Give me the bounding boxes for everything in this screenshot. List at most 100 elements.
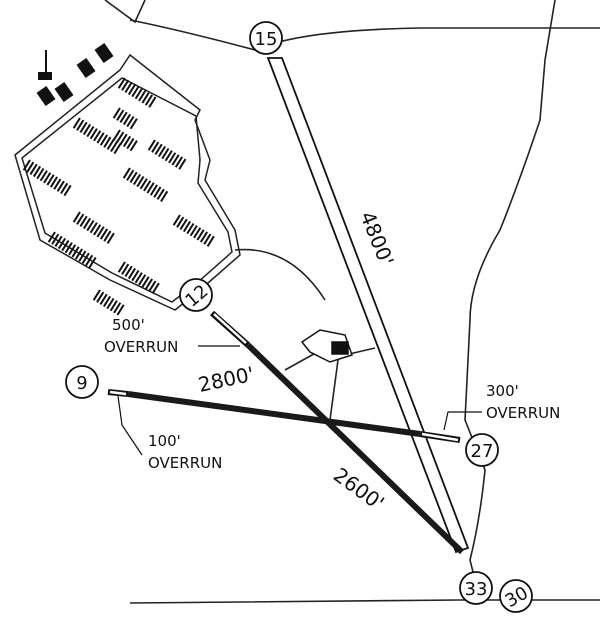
barracks-hatch	[174, 156, 183, 168]
barracks-hatch	[99, 228, 108, 240]
barracks-hatch	[206, 235, 215, 247]
barracks-block	[172, 214, 215, 247]
barracks-hatch	[164, 150, 173, 162]
barracks-hatch	[113, 142, 122, 155]
barracks-hatch	[171, 154, 180, 166]
barracks-hatch	[121, 263, 130, 275]
barracks-hatch	[127, 267, 137, 280]
barracks-hatch	[129, 118, 138, 130]
runway-end-33: 33	[459, 571, 493, 605]
barracks-hatch	[144, 278, 153, 290]
barracks-block	[22, 159, 72, 197]
barracks-hatch	[39, 170, 48, 182]
barracks-hatch	[82, 217, 92, 230]
barracks-block	[112, 107, 138, 130]
top-road	[129, 19, 600, 51]
barracks-hatch	[102, 295, 112, 308]
structure	[76, 58, 96, 78]
barracks-hatch	[119, 111, 128, 123]
barracks-block	[112, 129, 138, 152]
barracks-hatch	[178, 158, 187, 170]
runway-end-30: 30	[499, 579, 533, 613]
barracks-hatch	[156, 188, 165, 200]
barracks-hatch	[96, 291, 105, 303]
overrun-300-leader	[443, 411, 482, 431]
barracks-hatch	[76, 213, 85, 225]
barracks-block	[47, 231, 97, 269]
barracks-hatch	[148, 280, 157, 292]
barracks-hatch	[116, 131, 125, 143]
barracks-hatch	[78, 250, 87, 262]
barracks-hatch	[129, 171, 138, 183]
barracks-hatch	[46, 174, 55, 186]
barracks-hatch	[129, 140, 138, 152]
end-circle	[179, 278, 213, 312]
barracks-hatch	[126, 115, 135, 128]
runway-end-12: 12	[179, 278, 213, 312]
barracks-hatch	[81, 252, 90, 264]
barracks-hatch	[93, 130, 102, 142]
barracks-hatch	[139, 178, 148, 190]
barracks-hatch	[146, 182, 155, 194]
barracks-block	[122, 167, 169, 203]
barracks-hatch	[144, 94, 153, 106]
overrun-100-value: 100'	[148, 432, 181, 450]
length-label-9-27: 2800'	[196, 362, 256, 397]
barracks-hatch	[148, 96, 157, 108]
barracks-hatch	[86, 219, 95, 232]
runway-12-30-overrun-inner	[213, 313, 247, 344]
barracks-hatch	[116, 304, 125, 316]
barracks-hatch	[53, 178, 62, 190]
barracks-hatch	[99, 134, 108, 146]
runway-9-27	[107, 389, 461, 443]
barracks-hatch	[189, 225, 198, 237]
barracks-hatch	[96, 226, 105, 238]
structure	[54, 82, 74, 102]
barracks-hatch	[119, 133, 128, 145]
barracks-hatch	[61, 239, 70, 252]
barracks-hatch	[131, 269, 140, 282]
length-label-15-33: 4800'	[355, 208, 398, 269]
barracks-hatch	[172, 214, 181, 226]
barracks-hatch	[132, 173, 142, 186]
overrun-100-annotation: 100' OVERRUN	[117, 395, 222, 472]
barracks-hatch	[161, 147, 170, 160]
bottom-road	[129, 599, 600, 604]
barracks-hatch	[141, 276, 150, 288]
overrun-100-leader	[117, 395, 143, 456]
barracks-hatch	[157, 145, 167, 158]
runway-15-33	[266, 57, 470, 554]
base-outline-inner	[21, 77, 233, 303]
end-number-9: 9	[76, 373, 87, 394]
overrun-100-word: OVERRUN	[148, 454, 222, 472]
barracks-hatch	[141, 92, 150, 104]
barracks-hatch	[60, 182, 69, 195]
barracks-hatch	[72, 211, 81, 223]
barracks-block	[92, 289, 125, 316]
barracks-hatch	[72, 117, 81, 129]
end-number-27: 27	[471, 441, 494, 462]
barracks-hatch	[79, 215, 88, 227]
runway-end-15: 15	[249, 21, 283, 55]
barracks-hatch	[143, 180, 152, 192]
structure	[36, 86, 56, 106]
barracks-hatch	[89, 128, 98, 140]
barracks-hatch	[89, 222, 98, 234]
barracks-hatch	[203, 233, 212, 245]
barracks-hatch	[92, 289, 101, 301]
barracks-hatch	[71, 246, 80, 258]
end-circle	[465, 433, 499, 467]
overrun-500-word: OVERRUN	[104, 338, 178, 356]
barracks-hatch	[126, 137, 135, 150]
right-road	[464, 0, 556, 601]
barracks-hatch	[179, 218, 188, 230]
barracks-hatch	[122, 135, 132, 148]
barracks-hatch	[63, 184, 72, 197]
barracks-hatch	[154, 143, 163, 155]
barracks-hatch	[149, 184, 158, 196]
barracks-hatch	[51, 233, 60, 245]
runway-12-30	[210, 310, 465, 555]
end-circle	[499, 579, 533, 613]
barracks-hatch	[110, 140, 119, 153]
